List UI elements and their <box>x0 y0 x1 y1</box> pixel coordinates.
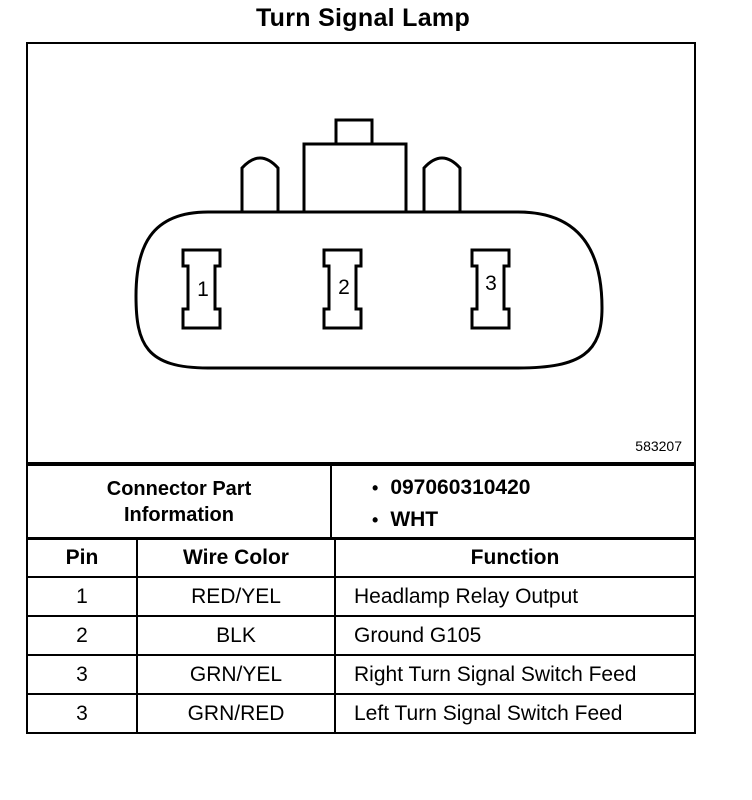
connector-right-latch <box>422 156 462 216</box>
figure-id: 583207 <box>635 438 682 454</box>
table-row: 3 GRN/YEL Right Turn Signal Switch Feed <box>26 654 696 695</box>
pin-3-cavity <box>470 248 511 330</box>
connector-color: WHT <box>372 504 694 536</box>
row-pin: 1 <box>26 576 138 617</box>
row-function: Headlamp Relay Output <box>334 576 696 617</box>
pin-1-label: 1 <box>197 278 209 301</box>
table-row: 1 RED/YEL Headlamp Relay Output <box>26 576 696 617</box>
connector-face-drawing: 1 2 3 <box>134 118 604 370</box>
page-title: Turn Signal Lamp <box>255 4 471 32</box>
row-pin: 3 <box>26 693 138 734</box>
connector-part-info: Connector Part Information 097060310420 … <box>26 464 696 540</box>
row-pin: 3 <box>26 654 138 695</box>
connector-diagram: 1 2 3 583207 <box>26 42 696 464</box>
row-wire-color: BLK <box>136 615 336 656</box>
table-row: 3 GRN/RED Left Turn Signal Switch Feed <box>26 693 696 734</box>
pin-1-cavity <box>181 248 222 330</box>
connector-part-values: 097060310420 WHT <box>330 464 696 540</box>
pin-2-label: 2 <box>338 276 350 299</box>
part-number: 097060310420 <box>372 472 694 504</box>
pin-3-label: 3 <box>485 272 497 295</box>
row-pin: 2 <box>26 615 138 656</box>
connector-left-latch <box>240 156 280 216</box>
pinout-table: Pin Wire Color Function 1 RED/YEL Headla… <box>26 537 696 734</box>
row-function: Ground G105 <box>334 615 696 656</box>
row-wire-color: RED/YEL <box>136 576 336 617</box>
row-function: Right Turn Signal Switch Feed <box>334 654 696 695</box>
header-pin: Pin <box>26 537 138 578</box>
header-function: Function <box>334 537 696 578</box>
row-wire-color: GRN/YEL <box>136 654 336 695</box>
connector-center-block <box>302 142 408 216</box>
pin-2-cavity <box>322 248 363 330</box>
table-header-row: Pin Wire Color Function <box>26 537 696 578</box>
row-function: Left Turn Signal Switch Feed <box>334 693 696 734</box>
row-wire-color: GRN/RED <box>136 693 336 734</box>
header-wire-color: Wire Color <box>136 537 336 578</box>
connector-part-label: Connector Part Information <box>26 464 332 540</box>
table-row: 2 BLK Ground G105 <box>26 615 696 656</box>
